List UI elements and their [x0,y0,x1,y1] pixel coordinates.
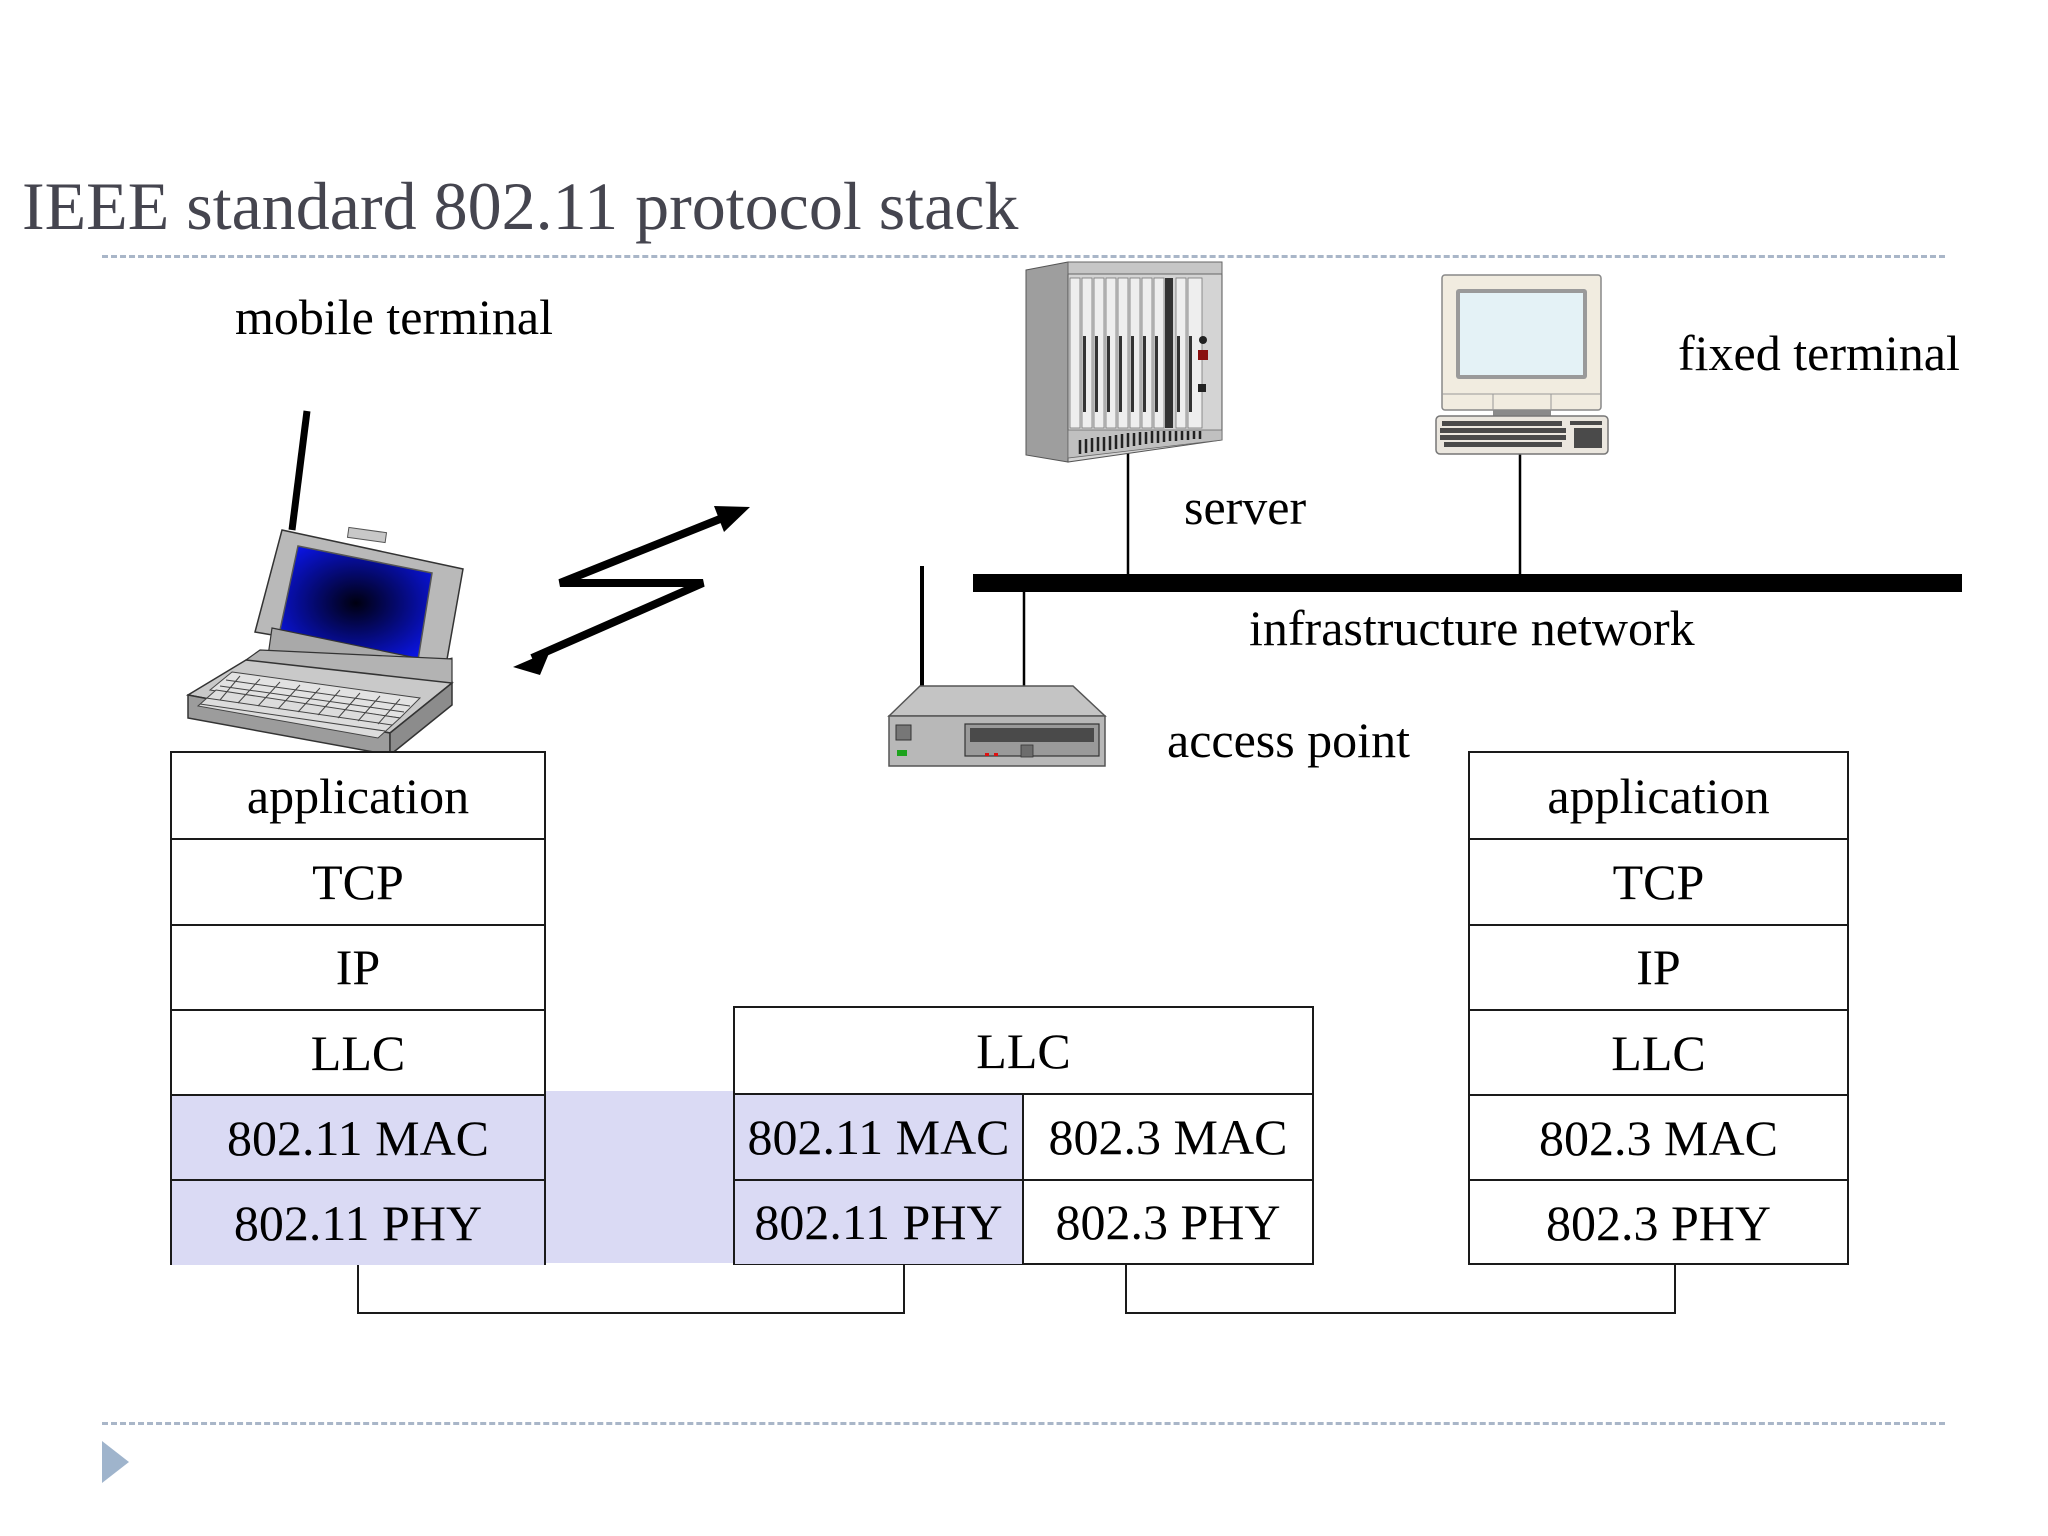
layer-llc: LLC [976,1022,1071,1079]
fixed-terminal-label: fixed terminal [1678,325,1960,381]
layer-application: application [1547,767,1770,824]
layer-ip: IP [172,923,544,1009]
fixed-terminal-stack: application TCP IP LLC 802.3 MAC 802.3 P… [1468,751,1849,1265]
mobile-terminal-stack: application TCP IP LLC 802.11 MAC 802.11… [170,751,546,1265]
layer-llc: LLC [172,1008,544,1094]
layer-tcp: TCP [1470,838,1847,923]
slide-title: IEEE standard 802.11 protocol stack [22,168,1019,244]
layer-80211-mac: 802.11 MAC [172,1094,544,1180]
layer-8023-phy: 802.3 PHY [1055,1194,1281,1251]
next-slide-triangle-icon[interactable] [102,1441,129,1483]
wireless-link-band [546,1091,733,1263]
infrastructure-network-label: infrastructure network [1249,600,1695,656]
layer-80211-phy: 802.11 PHY [735,1180,1024,1264]
access-point-label: access point [1167,712,1410,768]
access-point-stack: LLC 802.11 MAC 802.3 MAC 802.11 PHY 802.… [733,1006,1314,1265]
desktop-computer-icon [1435,274,1609,455]
wireless-zigzag-arrow-icon [513,506,750,675]
layer-ip: IP [1470,923,1847,1009]
wireless-phy-connector [357,1263,905,1314]
layer-8023-mac: 802.3 MAC [1470,1094,1847,1179]
layer-application: application [246,767,470,824]
wired-phy-connector [1125,1263,1676,1314]
title-divider [102,255,1945,258]
mobile-terminal-label: mobile terminal [235,289,553,345]
access-point-icon [887,566,1107,767]
server-label: server [1184,479,1307,535]
layer-8023-mac: 802.3 MAC [1048,1108,1288,1165]
layer-llc: LLC [1470,1008,1847,1094]
layer-80211-phy: 802.11 PHY [172,1179,544,1265]
layer-tcp: TCP [172,838,544,923]
footer-divider [102,1422,1945,1425]
rack-server-icon [1025,261,1223,463]
layer-8023-phy: 802.3 PHY [1470,1179,1847,1264]
layer-80211-mac: 802.11 MAC [735,1095,1024,1179]
infrastructure-bus [973,574,1962,592]
laptop-with-antenna-icon [185,410,464,757]
